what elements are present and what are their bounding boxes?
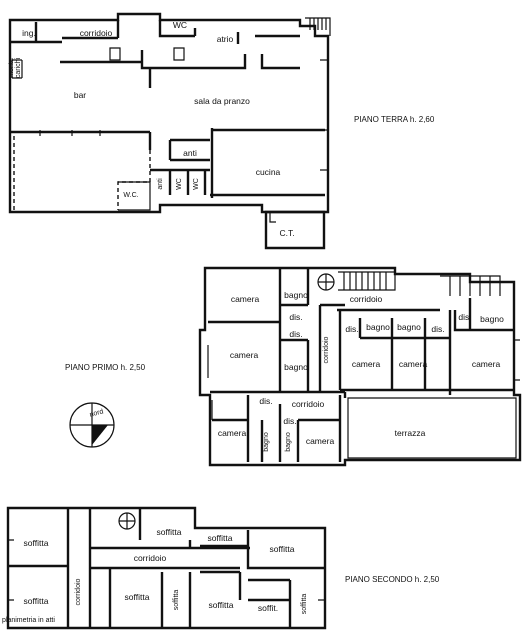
room-label-wc-1: WC [176, 178, 183, 190]
first-stair [338, 271, 501, 296]
room-label-soffitta-6: soffitta [125, 592, 150, 602]
room-label-monta: monta [8, 58, 15, 78]
floor-label-first: PIANO PRIMO h. 2,50 [65, 363, 146, 372]
room-label-dis-1: dis. [289, 312, 302, 322]
room-label-camera-6: camera [218, 428, 247, 438]
room-label-cucina: cucina [256, 167, 281, 177]
room-label-camera-5: camera [472, 359, 501, 369]
room-label-bar: bar [74, 90, 86, 100]
second-floor-outer-wall [6, 506, 327, 630]
room-label-soffitta-7: soffitta [173, 590, 180, 611]
room-label-dis-2: dis. [289, 329, 302, 339]
compass-label: nord [89, 408, 104, 418]
ground-ct-room [264, 210, 326, 250]
north-arrow: nord [69, 402, 115, 448]
room-label-corridoio-1: corridoio [134, 553, 167, 563]
room-label-corridoio-v: corridoio [323, 336, 330, 363]
room-label-soffitta-8: soffitta [209, 600, 234, 610]
room-label-corridoio-2: corridoio [292, 399, 325, 409]
first-floor-outer-wall [198, 266, 522, 467]
first-interior-walls [208, 268, 514, 462]
first-floor-plan: camera bagno corridoio dis. dis. camera … [65, 266, 522, 467]
ground-dashed-extension [13, 136, 151, 210]
second-floor-plan: soffitta soffitta soffitta soffitta corr… [6, 506, 440, 630]
room-label-bagno-4: bagno [397, 322, 421, 332]
room-label-atrio: atrio [217, 34, 234, 44]
room-label-anti-2: anti [157, 178, 164, 190]
room-label-dis-4: dis. [431, 324, 444, 334]
room-label-soffitta-1: soffitta [24, 538, 49, 548]
room-label-bagno-7: bagno [285, 432, 292, 452]
second-interior-walls [8, 508, 325, 628]
room-label-sala-da-pranzo: sala da pranzo [194, 96, 250, 106]
room-label-soffitta-5: soffitta [24, 596, 49, 606]
room-label-bagno-5: bagno [480, 314, 504, 324]
floor-label-ground: PIANO TERRA h. 2,60 [354, 115, 435, 124]
room-label-soffitta-4: soffitta [270, 544, 295, 554]
room-label-bagno-2: bagno [284, 362, 308, 372]
ground-interior-walls [10, 20, 325, 198]
room-label-wc-2: WC [193, 178, 200, 190]
room-label-camera-1: camera [231, 294, 260, 304]
room-label-camera-3: camera [352, 359, 381, 369]
room-label-dis-5: dis. [458, 312, 471, 322]
room-label-camera-2: camera [230, 350, 259, 360]
room-label-wc: WC [173, 20, 187, 30]
room-label-bagno-1: bagno [284, 290, 308, 300]
footer-note: planimetria in atti [2, 617, 55, 624]
floor-label-second: PIANO SECONDO h. 2,50 [345, 575, 440, 584]
room-label-corridoio-v: corridoio [75, 578, 82, 605]
room-label-wc-3: W.C. [123, 192, 138, 199]
room-label-bagno-3: bagno [366, 322, 390, 332]
room-label-ct: C.T. [279, 228, 294, 238]
room-label-carichi: carichi [15, 57, 22, 78]
ground-floor-plan: ing. corridoio WC atrio monta carichi ba… [8, 12, 435, 250]
room-label-soffitta-2: soffitta [157, 527, 182, 537]
ground-floor-outer-wall [8, 12, 330, 214]
room-label-soffit: soffit. [258, 603, 278, 613]
room-label-corridoio-1: corridoio [350, 294, 383, 304]
room-label-dis-3: dis. [345, 324, 358, 334]
room-label-bagno-6: bagno [263, 432, 270, 452]
room-label-dis-6: dis. [259, 396, 272, 406]
room-label-soffitta-9: soffitta [301, 594, 308, 615]
room-label-soffitta-3: soffitta [208, 533, 233, 543]
room-label-corridoio: corridoio [80, 28, 113, 38]
room-label-camera-7: camera [306, 436, 335, 446]
room-label-anti-1: anti [183, 148, 197, 158]
room-label-camera-4: camera [399, 359, 428, 369]
room-label-dis-7: dis. [283, 416, 296, 426]
ground-stair [305, 17, 331, 36]
room-label-terrazza: terrazza [395, 428, 426, 438]
room-label-ing: ing. [22, 28, 36, 38]
